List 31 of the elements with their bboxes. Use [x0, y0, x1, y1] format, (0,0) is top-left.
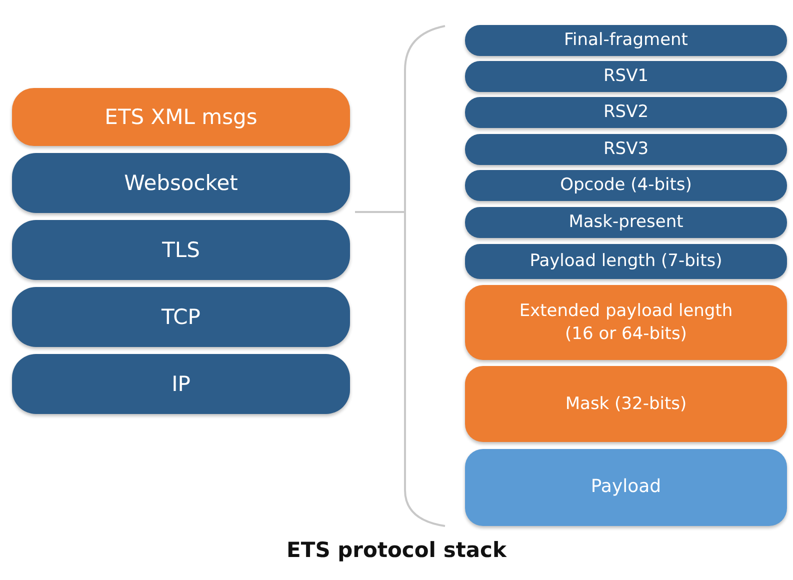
layer-label: Payload length (7-bits)	[530, 250, 722, 273]
layer-label: IP	[172, 370, 190, 398]
frame-field-box	[465, 170, 787, 201]
layer-label: Mask (32-bits)	[565, 392, 687, 416]
frame-field-box	[465, 285, 787, 360]
layer-label: Websocket	[124, 170, 238, 197]
frame-field-box	[465, 449, 787, 526]
layer-label: Payload	[590, 475, 662, 500]
frame-field-box	[465, 97, 787, 128]
layer-label: Extended payload length (16 or 64-bits)	[518, 300, 734, 346]
layer-label: Final-fragment	[564, 29, 688, 52]
frame-field-box	[465, 366, 787, 442]
layer-label: RSV2	[603, 101, 649, 124]
frame-field-box	[465, 61, 787, 92]
frame-field-box	[465, 207, 787, 238]
layer-label: TCP	[162, 304, 200, 331]
layer-label: RSV3	[603, 138, 649, 161]
layer-label: RSV1	[603, 65, 649, 88]
layer-box	[12, 287, 350, 347]
layer-label: TLS	[162, 236, 200, 264]
layer-box	[12, 354, 350, 414]
layer-box	[12, 153, 350, 213]
frame-field-box	[465, 244, 787, 279]
caption: ETS protocol stack	[286, 538, 506, 562]
frame-field-box	[465, 25, 787, 56]
layer-label: Opcode (4-bits)	[560, 174, 692, 197]
layer-box	[12, 220, 350, 280]
layer-box	[12, 88, 350, 146]
layer-label: Mask-present	[568, 211, 684, 234]
frame-field-box	[465, 134, 787, 165]
layer-label: ETS XML msgs	[104, 104, 258, 131]
